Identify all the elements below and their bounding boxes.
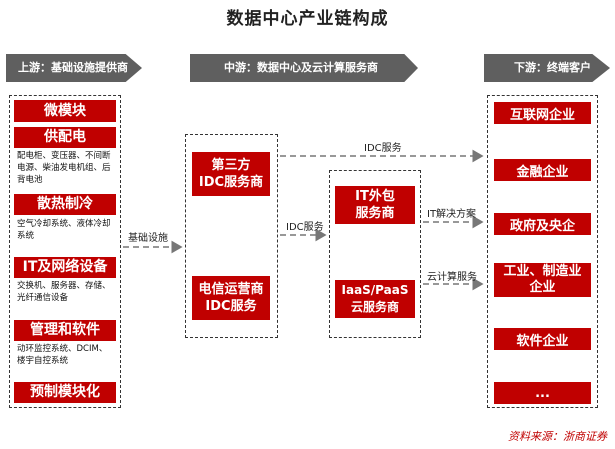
stage-midstream: 中游：数据中心及云计算服务商	[190, 54, 418, 82]
it-network-detail: 交换机、服务器、存储、光纤通信设备	[17, 281, 111, 303]
source-note: 资料来源：浙商证券	[508, 430, 607, 443]
label-idc-service-mid: IDC服务	[286, 222, 324, 233]
customer-internet: 互联网企业	[494, 102, 591, 124]
label-it-solution: IT解决方案	[427, 209, 477, 220]
iaas-paas-box: IaaS/PaaS 云服务商	[335, 280, 415, 318]
page-title: 数据中心产业链构成	[226, 9, 389, 29]
customer-industry: 工业、制造业 企业	[494, 263, 591, 297]
cooling-box: 散热制冷	[14, 194, 116, 215]
prefab-module-box: 预制模块化	[14, 382, 116, 403]
label-infrastructure: 基础设施	[128, 233, 168, 244]
third-party-idc-box: 第三方 IDC服务商	[192, 152, 270, 196]
telecom-idc-box: 电信运营商 IDC服务	[192, 276, 270, 320]
management-box: 管理和软件	[14, 320, 116, 341]
power-supply-box: 供配电	[14, 127, 116, 148]
it-outsourcing-box: IT外包 服务商	[335, 186, 415, 224]
customer-government: 政府及央企	[494, 213, 591, 235]
cooling-detail: 空气冷却系统、液体冷却系统	[17, 219, 111, 241]
downstream-container	[487, 95, 598, 408]
power-supply-detail: 配电柜、变压器、不间断电源、柴油发电机组、后背电池	[17, 151, 111, 185]
customer-software: 软件企业	[494, 328, 591, 350]
management-detail: 动环监控系统、DCIM、楼宇自控系统	[17, 344, 108, 366]
stage-upstream: 上游：基础设施提供商	[6, 54, 142, 82]
micro-module-box: 微模块	[14, 100, 116, 122]
stage-downstream: 下游：终端客户	[484, 54, 610, 82]
label-cloud-service: 云计算服务	[427, 272, 477, 283]
customer-others: ...	[494, 382, 591, 404]
customer-finance: 金融企业	[494, 159, 591, 181]
label-idc-service-top: IDC服务	[364, 143, 402, 154]
it-network-box: IT及网络设备	[14, 257, 116, 278]
